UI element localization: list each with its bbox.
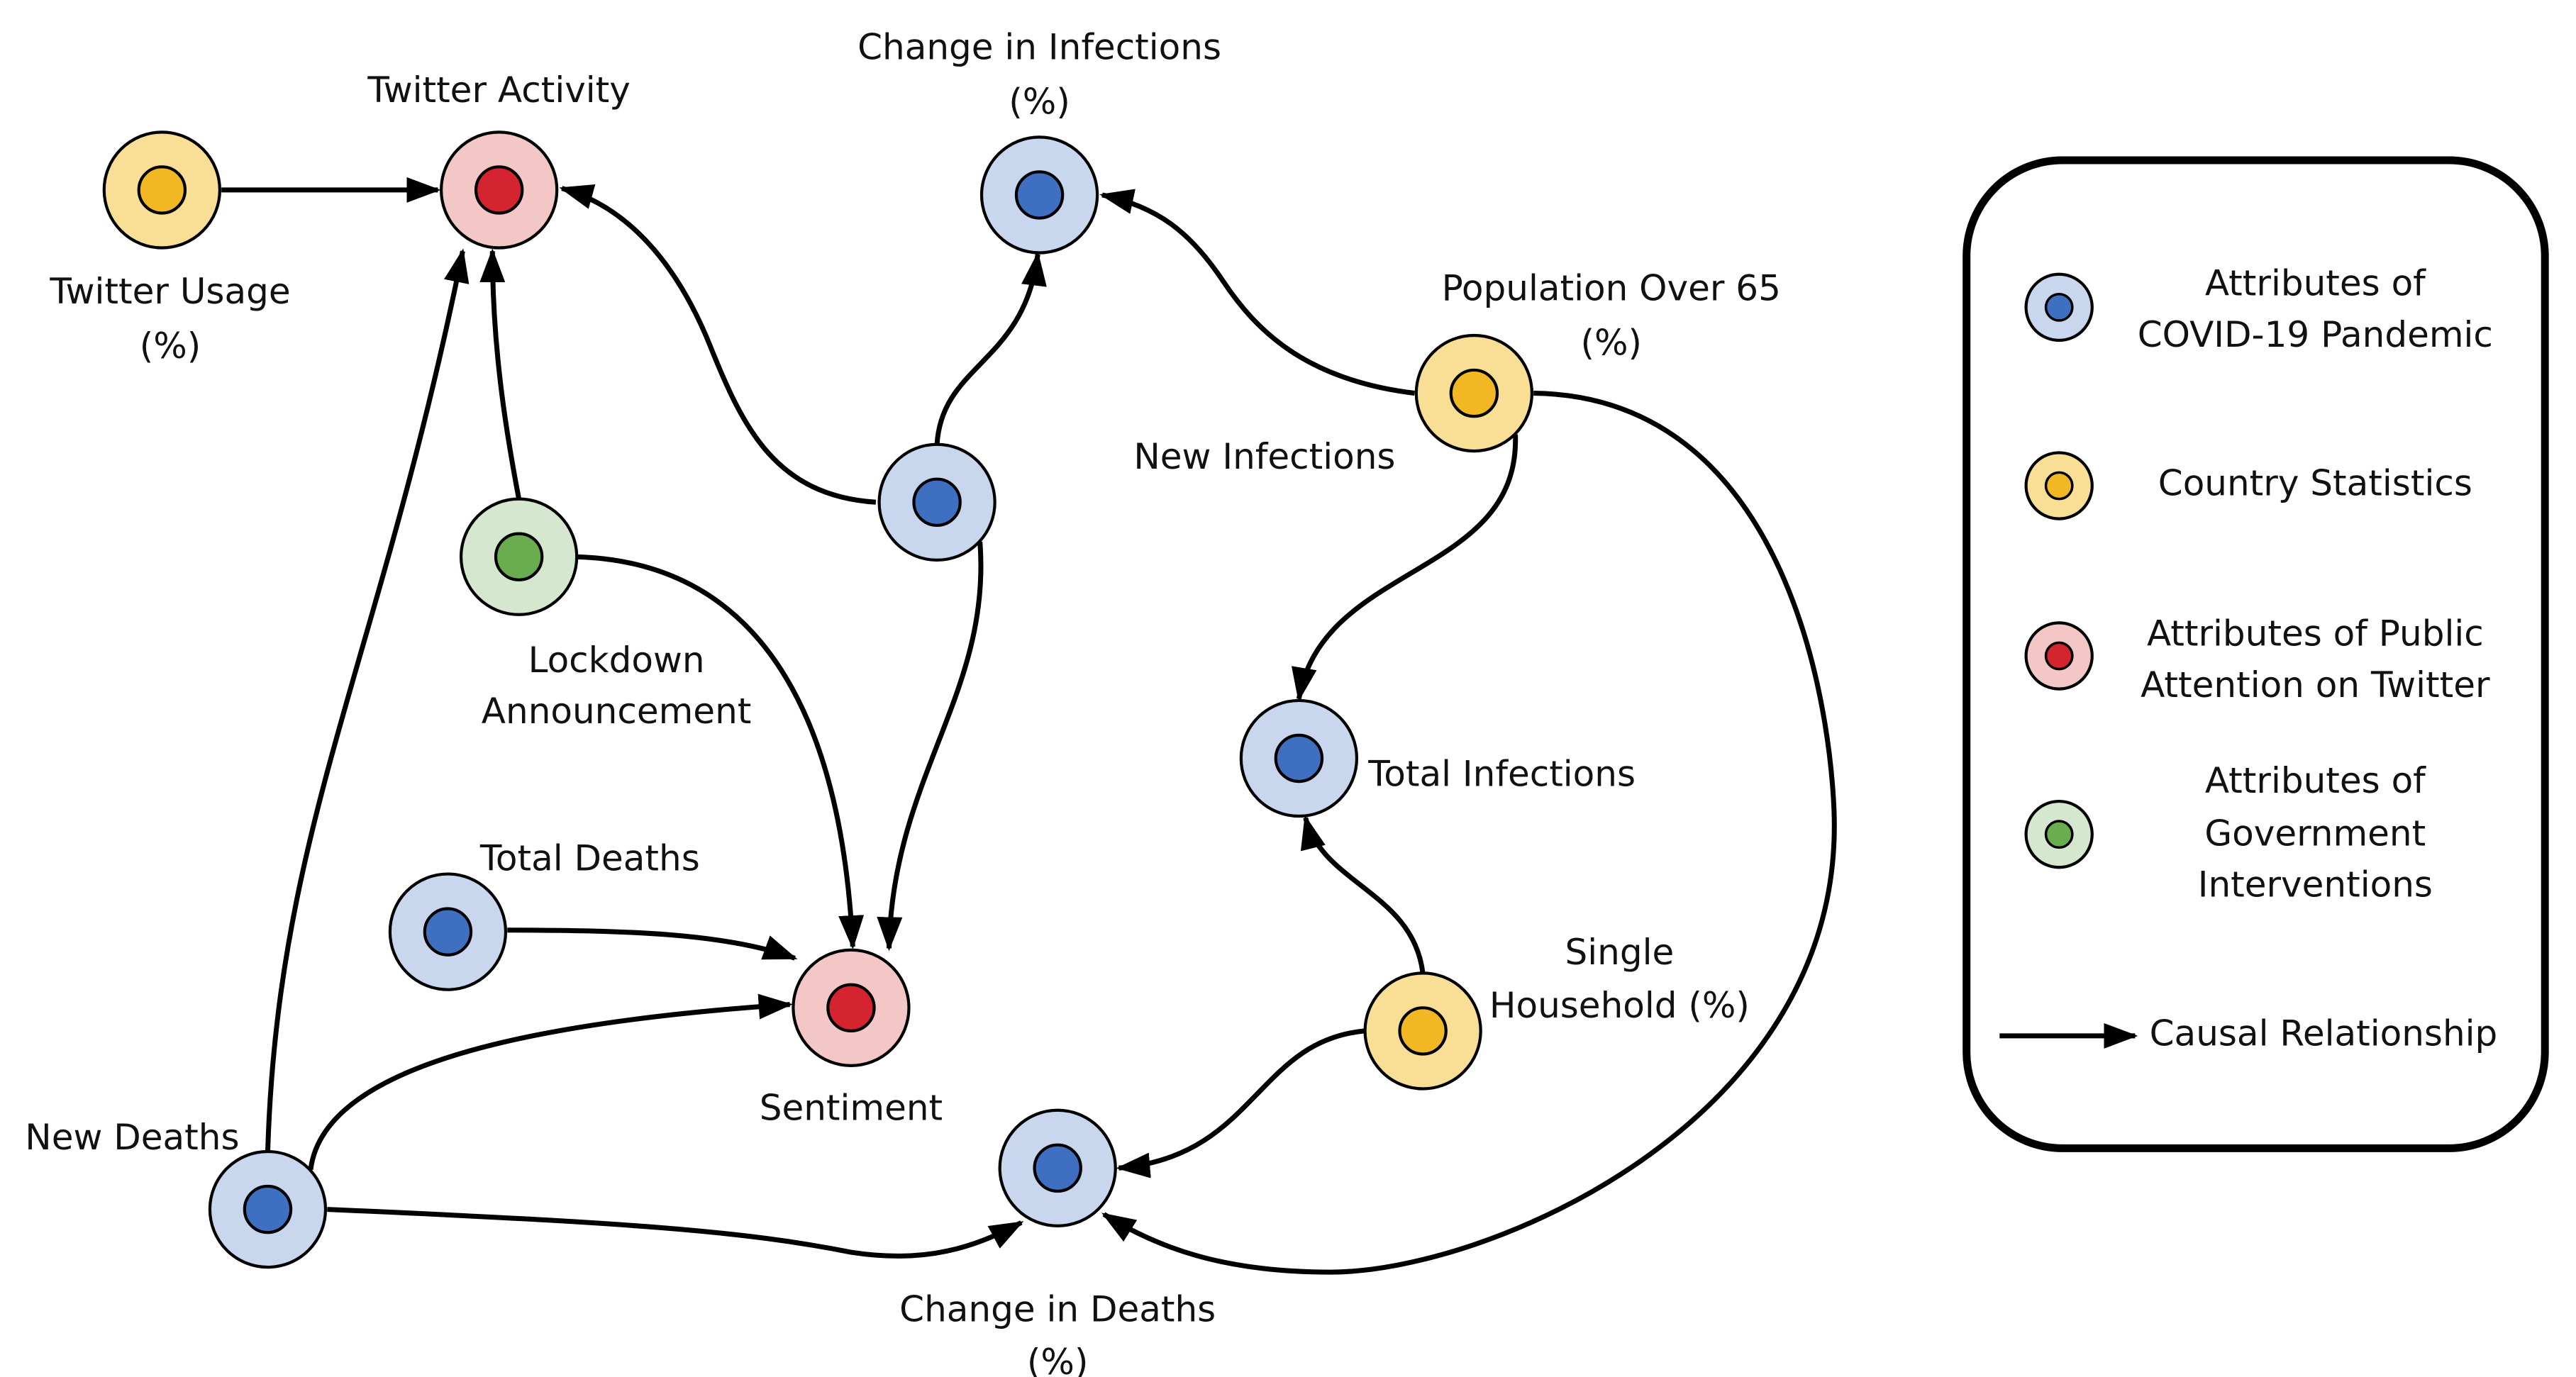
node-single-household-inner-dot bbox=[1398, 1006, 1448, 1056]
node-label-population-over-65-2: (%) bbox=[1580, 322, 1642, 363]
node-new-deaths-inner-dot bbox=[243, 1184, 293, 1234]
legend-label-1-1: Attributes of bbox=[2205, 263, 2426, 304]
node-total-deaths bbox=[388, 872, 508, 991]
node-label-population-over-65-1: Population Over 65 bbox=[1442, 268, 1781, 309]
node-twitter-activity bbox=[440, 130, 559, 250]
node-label-sentiment-1: Sentiment bbox=[760, 1087, 943, 1128]
legend-label-4-1: Attributes of bbox=[2205, 760, 2426, 801]
legend-label-3-1: Attributes of Public bbox=[2147, 613, 2484, 654]
node-change-in-infections-inner-dot bbox=[1014, 170, 1065, 220]
node-change-in-deaths-inner-dot bbox=[1033, 1143, 1082, 1193]
legend-item-3 bbox=[2024, 621, 2094, 691]
node-label-twitter-usage-2: (%) bbox=[140, 325, 201, 367]
edge-new-infections-to-twitter-activity bbox=[559, 184, 877, 505]
nodes-layer bbox=[102, 130, 1534, 1269]
node-label-change-in-deaths-2: (%) bbox=[1027, 1342, 1089, 1377]
legend-label-3-2: Attention on Twitter bbox=[2141, 664, 2490, 706]
node-sentiment-inner-dot bbox=[826, 983, 876, 1033]
edge-new-infections-to-change-in-infections bbox=[934, 251, 1047, 445]
node-label-twitter-activity-1: Twitter Activity bbox=[367, 69, 630, 111]
node-label-new-deaths-1: New Deaths bbox=[25, 1117, 239, 1158]
legend-swatch-inner-1 bbox=[2044, 292, 2074, 322]
legend-swatch-inner-3 bbox=[2044, 641, 2074, 671]
edge-new-deaths-to-twitter-activity bbox=[265, 248, 470, 1152]
node-label-new-infections-1: New Infections bbox=[1133, 436, 1395, 477]
legend-label-2-1: Country Statistics bbox=[2158, 463, 2472, 504]
node-label-total-deaths-1: Total Deaths bbox=[479, 837, 700, 879]
node-total-infections bbox=[1239, 698, 1359, 818]
edge-total-deaths-to-sentiment bbox=[507, 927, 798, 961]
legend-box bbox=[1962, 156, 2549, 1152]
node-label-change-in-infections-2: (%) bbox=[1009, 81, 1070, 122]
node-sentiment bbox=[792, 948, 911, 1067]
node-population-over-65 bbox=[1414, 333, 1534, 453]
edge-new-deaths-to-change-in-deaths bbox=[327, 1207, 1024, 1259]
node-new-infections-inner-dot bbox=[912, 477, 962, 528]
node-lockdown-announcement bbox=[459, 497, 579, 616]
node-label-twitter-usage-1: Twitter Usage bbox=[49, 271, 290, 312]
edges-layer bbox=[221, 177, 1837, 1275]
node-label-single-household-1: Single bbox=[1565, 932, 1675, 973]
legend-arrow-label: Causal Relationship bbox=[2150, 1013, 2498, 1054]
node-label-lockdown-announcement-2: Announcement bbox=[482, 691, 752, 732]
node-label-lockdown-announcement-1: Lockdown bbox=[528, 640, 705, 681]
node-new-infections bbox=[877, 442, 996, 562]
node-twitter-activity-inner-dot bbox=[474, 165, 524, 215]
edge-single-household-to-total-infections bbox=[1300, 815, 1426, 974]
node-total-deaths-inner-dot bbox=[423, 907, 473, 957]
legend-label-4-3: Interventions bbox=[2198, 864, 2433, 905]
node-population-over-65-inner-dot bbox=[1449, 368, 1499, 418]
legend-label-4-2: Government bbox=[2204, 813, 2426, 854]
node-new-deaths bbox=[208, 1149, 328, 1269]
node-label-single-household-2: Household (%) bbox=[1489, 985, 1750, 1026]
edge-population-over-65-to-change-in-infections bbox=[1099, 189, 1415, 396]
node-label-total-infections-1: Total Infections bbox=[1367, 754, 1636, 795]
edge-new-infections-to-sentiment bbox=[877, 541, 984, 952]
node-lockdown-announcement-inner-dot bbox=[494, 532, 544, 581]
legend-item-2 bbox=[2024, 451, 2094, 520]
legend-item-1 bbox=[2024, 272, 2094, 342]
node-change-in-deaths bbox=[998, 1108, 1117, 1227]
edge-new-deaths-to-sentiment bbox=[308, 993, 793, 1171]
legend-item-4 bbox=[2024, 799, 2094, 869]
legend-swatch-inner-2 bbox=[2044, 471, 2074, 501]
legend-label-1-2: COVID-19 Pandemic bbox=[2138, 314, 2493, 355]
legend-swatch-inner-4 bbox=[2044, 820, 2074, 849]
node-label-change-in-deaths-1: Change in Deaths bbox=[899, 1289, 1216, 1330]
edge-lockdown-announcement-to-sentiment bbox=[574, 554, 865, 950]
edge-lockdown-announcement-to-twitter-activity bbox=[479, 248, 522, 500]
node-twitter-usage bbox=[102, 130, 221, 250]
node-change-in-infections bbox=[979, 135, 1099, 255]
edge-population-over-65-to-change-in-deaths bbox=[1101, 391, 1837, 1275]
edge-population-over-65-to-total-infections bbox=[1292, 434, 1519, 702]
edge-single-household-to-change-in-deaths bbox=[1116, 1028, 1365, 1178]
node-twitter-usage-inner-dot bbox=[137, 165, 187, 215]
node-single-household bbox=[1363, 971, 1482, 1091]
node-label-change-in-infections-1: Change in Infections bbox=[857, 26, 1221, 67]
node-total-infections-inner-dot bbox=[1274, 733, 1324, 784]
